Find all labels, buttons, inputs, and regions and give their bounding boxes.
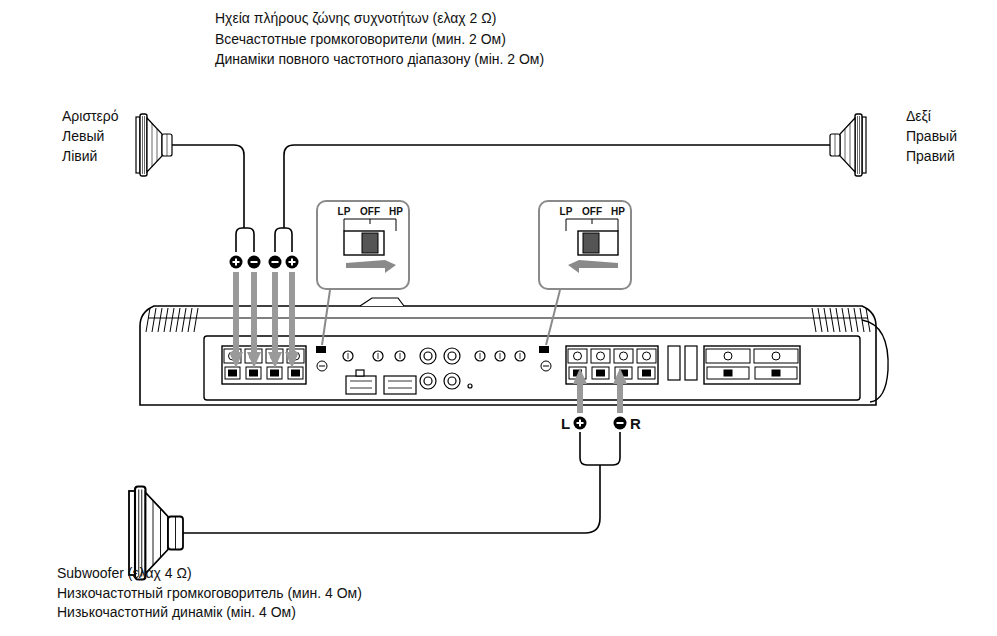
minus-terminal-symbol xyxy=(614,417,627,430)
terminal-part xyxy=(246,367,261,379)
terminal-part xyxy=(288,367,303,379)
detail-stroke xyxy=(830,308,834,332)
detail-stroke xyxy=(836,308,840,332)
detail-stroke xyxy=(812,308,816,332)
terminal-part xyxy=(271,370,279,376)
terminal-part xyxy=(643,370,651,376)
plus-terminal-symbol xyxy=(286,256,299,269)
switch-position: LP xyxy=(338,206,351,217)
subwoofer-spec: Низкочастотный громкоговоритель (мин. 4 … xyxy=(57,585,362,602)
terminal-part xyxy=(724,352,732,360)
terminal-part xyxy=(707,367,749,379)
channel-name: Правий xyxy=(906,148,955,165)
switch-position: HP xyxy=(611,206,625,217)
terminal-part xyxy=(597,352,605,360)
speaker-spec: Динаміки повного частотного діапазону (м… xyxy=(215,51,544,68)
terminal-part xyxy=(267,367,282,379)
connection-arrows xyxy=(229,272,627,413)
right-speaker xyxy=(830,114,866,176)
terminal-part xyxy=(755,367,797,379)
channel-letter: L xyxy=(561,415,570,432)
detail-stroke xyxy=(164,308,168,332)
detail-stroke xyxy=(176,308,180,332)
terminal-part xyxy=(620,352,628,360)
terminal-part xyxy=(614,349,633,363)
switch-callout: LP OFF HP xyxy=(538,200,632,290)
terminal-part xyxy=(638,367,655,379)
detail-stroke xyxy=(848,308,852,332)
detail-stroke xyxy=(818,308,822,332)
terminal-part xyxy=(225,367,240,379)
crossover-switch-callouts xyxy=(322,219,618,345)
switch-position: OFF xyxy=(360,206,380,217)
terminal-part xyxy=(637,349,656,363)
detail-stroke xyxy=(182,308,186,332)
subwoofer-spec: Subwoofer (ελαχ 4 Ω) xyxy=(57,565,192,582)
channel-name: Δεξί xyxy=(906,108,931,125)
detail-stroke xyxy=(188,308,192,332)
terminal-part xyxy=(597,370,605,376)
detail-stroke xyxy=(146,308,150,332)
channel-name: Αριστερό xyxy=(62,108,119,125)
detail-stroke xyxy=(194,308,198,332)
terminal-part xyxy=(566,346,658,384)
terminal-part xyxy=(724,370,732,376)
plus-terminal-symbol xyxy=(230,256,243,269)
terminal-part xyxy=(754,349,798,363)
terminal-part xyxy=(568,349,587,363)
terminal-part xyxy=(706,349,750,363)
subwoofer-spec: Низькочастотний динамік (мін. 4 Ом) xyxy=(57,604,296,621)
channel-letter: R xyxy=(630,415,641,432)
detail-stroke xyxy=(152,308,156,332)
terminal-part xyxy=(229,370,237,376)
terminal-part xyxy=(592,367,609,379)
channel-name: Правый xyxy=(906,128,957,145)
terminal-part xyxy=(772,370,780,376)
terminal-part xyxy=(250,370,258,376)
switch-position: LP xyxy=(560,206,573,217)
switch-position: HP xyxy=(389,206,403,217)
minus-terminal-symbol xyxy=(269,256,282,269)
detail-stroke xyxy=(866,308,870,332)
terminal-part xyxy=(591,349,610,363)
channel-name: Левый xyxy=(62,128,104,145)
detail-stroke xyxy=(842,308,846,332)
speaker-spec: Всечастотные громкоговорители (мин. 2 Ом… xyxy=(215,31,506,48)
detail-stroke xyxy=(854,308,858,332)
terminal-part xyxy=(772,352,780,360)
terminal-part xyxy=(292,370,300,376)
detail-stroke xyxy=(158,308,162,332)
channel-name: Лівий xyxy=(62,148,97,165)
minus-terminal-symbol xyxy=(248,256,261,269)
speaker-spec: Ηχεία πλήρους ζώνης συχνοτήτων (ελαχ 2 Ω… xyxy=(215,10,496,27)
terminal-part xyxy=(704,346,800,384)
detail-stroke xyxy=(170,308,174,332)
terminal-part xyxy=(574,352,582,360)
detail-stroke xyxy=(824,308,828,332)
terminal-part xyxy=(643,352,651,360)
switch-position: OFF xyxy=(582,206,602,217)
plus-terminal-symbol xyxy=(574,417,587,430)
switch-callout: LP OFF HP xyxy=(316,200,410,290)
left-speaker xyxy=(136,114,172,176)
